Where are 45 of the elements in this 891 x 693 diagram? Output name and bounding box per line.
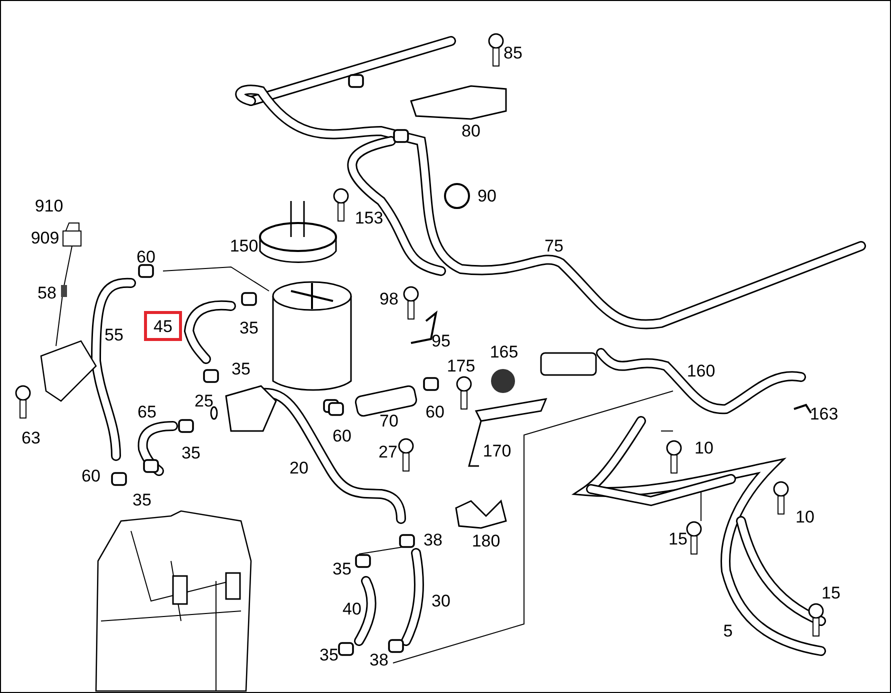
callout-number: 35 [240,320,258,336]
callout-number: 35 [232,360,250,378]
callout-number: 180 [472,532,500,550]
callout-number: 38 [424,532,442,548]
callout-number: 150 [230,238,258,254]
callout-number: 910 [34,198,64,214]
callout-number: 80 [462,122,480,140]
callout-number: 60 [82,468,100,484]
callout-number: 165 [490,344,518,360]
callout-number: 909 [30,230,60,246]
callout-number: 153 [354,210,384,226]
callout-number: 160 [686,362,716,380]
callout-number: 15 [822,584,840,602]
highlight-frame [144,311,182,341]
callout-number: 58 [38,284,56,302]
callout-number: 60 [332,428,352,444]
callout-number: 27 [378,444,398,460]
callout-number: 35 [332,560,352,578]
callout-number: 35 [320,646,338,664]
callout-number: 10 [694,440,714,456]
callout-number: 10 [796,508,814,526]
callout-number: 60 [426,404,444,420]
callout-number: 175 [446,358,476,374]
callout-number: 5 [723,622,733,640]
callout-number: 98 [380,290,398,308]
callout-number: 45 [154,318,172,334]
callout-number: 70 [380,412,398,430]
callout-number: 40 [342,600,362,618]
callout-number: 20 [290,460,308,476]
callout-number: 35 [182,444,200,462]
callout-number: 55 [104,326,124,344]
callout-number: 90 [478,188,496,204]
callout-number: 15 [668,530,688,548]
callout-number: 25 [194,392,214,410]
callout-number: 65 [138,404,156,420]
callout-number: 60 [136,248,156,266]
callout-number: 170 [482,442,512,460]
callout-number: 38 [370,652,388,668]
callout-number: 95 [432,332,450,350]
callout-number: 30 [432,592,450,610]
callout-number: 63 [22,430,40,446]
callout-number: 163 [810,406,838,422]
callout-number: 35 [132,492,152,508]
callout-number: 75 [544,238,564,254]
callout-number: 85 [504,44,522,62]
